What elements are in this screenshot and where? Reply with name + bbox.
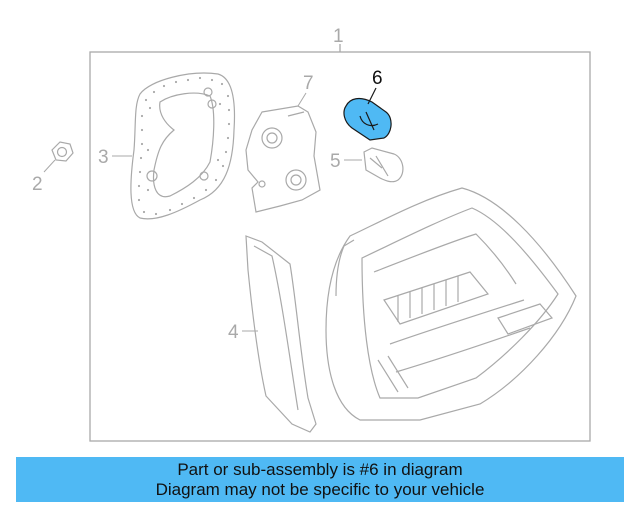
callout-1-label[interactable]: 1: [333, 26, 344, 47]
parts-diagram: 1 2 3: [32, 26, 591, 442]
callout-2-leader: [43, 159, 56, 173]
tail-lamp-housing: [325, 187, 577, 421]
part-info-banner: Part or sub-assembly is #6 in diagram Di…: [16, 457, 624, 502]
part-3-gasket[interactable]: [130, 72, 236, 220]
part-7-socket-plate[interactable]: [245, 105, 321, 213]
callout-6-leader: [367, 87, 377, 105]
callout-7-leader: [297, 92, 307, 107]
callout-6-label[interactable]: 6: [372, 68, 383, 89]
assembly-frame: [89, 51, 591, 442]
callout-4-label[interactable]: 4: [228, 322, 239, 343]
part-4-trim-panel[interactable]: [245, 235, 317, 433]
part-6-bulb-highlighted[interactable]: [343, 97, 392, 141]
callout-7-label[interactable]: 7: [303, 73, 314, 94]
part-5-bulb[interactable]: [363, 147, 404, 183]
callout-2-label[interactable]: 2: [32, 174, 43, 195]
callout-5-label[interactable]: 5: [330, 151, 341, 172]
part-2-grommet[interactable]: [51, 141, 74, 162]
part-info-line: Part or sub-assembly is #6 in diagram: [177, 459, 463, 479]
diagram-disclaimer-line: Diagram may not be specific to your vehi…: [155, 479, 485, 499]
callout-3-label[interactable]: 3: [98, 147, 109, 168]
